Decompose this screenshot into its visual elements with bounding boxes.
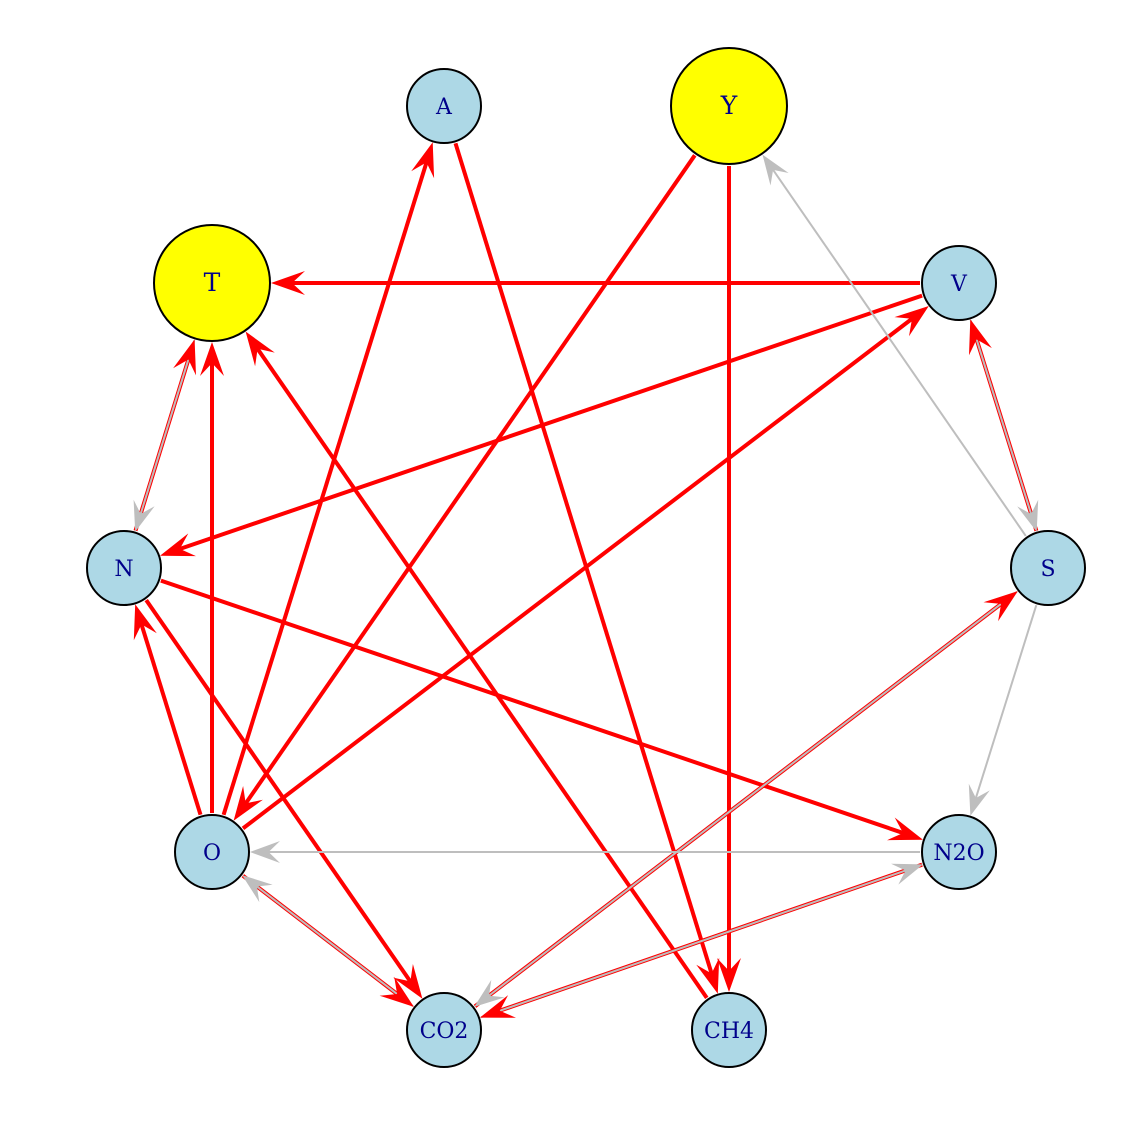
node-label-co2: CO2 [420,1019,469,1044]
node-label-o: O [203,841,221,866]
edge-s-to-co2 [487,590,1018,997]
node-circle-o [174,814,250,890]
arrowhead-n-to-t [173,339,196,376]
edge-co2-to-n2o [480,869,907,1019]
arrowhead-y-to-o [233,786,263,821]
edge-y-to-o [243,154,697,806]
node-s[interactable]: S [1010,530,1086,606]
node-label-y: Y [720,91,738,120]
node-label-t: T [204,268,221,297]
arrowhead-y-to-ch4 [717,958,741,992]
edge-s-to-y [771,168,1027,537]
edge-o-to-n [139,623,203,816]
node-n2o[interactable]: N2O [921,814,997,890]
node-ch4[interactable]: CH4 [691,992,767,1068]
node-circle-n [86,530,162,606]
arrowhead-t-to-n [133,499,155,532]
node-label-a: A [435,95,453,120]
arrowhead-ch4-to-t [245,331,275,367]
edge-ch4-to-t [255,347,709,1000]
edge-s-to-n2o [974,604,1038,799]
edge-n-to-co2 [144,598,413,984]
arrowhead-co2-to-o [242,875,273,903]
edge-co2-to-o [255,885,414,1008]
arrowhead-o-to-v [894,306,929,337]
arrowhead-s-to-co2 [474,979,505,1007]
node-circle-s [1010,530,1086,606]
arrowhead-v-to-s [1017,499,1039,532]
arrowhead-o-to-co2 [379,976,414,1007]
nodes-layer: A Y T V N S O N2O CO2 CH4 [86,47,1086,1068]
arrowhead-co2-to-n2o [891,863,924,885]
node-a[interactable]: A [406,68,482,144]
node-t[interactable]: T [153,224,271,342]
arrowhead-s-to-y [762,154,789,186]
node-label-n2o: N2O [933,841,984,866]
node-y[interactable]: Y [670,47,788,165]
arrowhead-n2o-to-o [250,841,280,863]
node-o[interactable]: O [174,814,250,890]
edge-n-to-n2o [160,578,905,836]
node-circle-n2o [921,814,997,890]
arrowhead-a-to-ch4 [696,957,720,994]
node-circle-y [670,47,788,165]
edge-o-to-v [241,316,914,830]
node-circle-ch4 [691,992,767,1068]
arrowhead-n-to-n2o [887,817,923,841]
node-label-s: S [1040,557,1055,582]
arrowhead-o-to-n [133,604,157,641]
node-label-ch4: CH4 [704,1019,754,1044]
arrowhead-n2o-to-co2 [479,995,516,1018]
edge-v-to-s [969,319,1033,515]
edge-a-to-ch4 [453,142,714,975]
arrowhead-s-to-n2o [968,783,990,816]
edges-layer [133,142,1039,1019]
edge-t-to-n [139,340,196,515]
node-n[interactable]: N [86,530,162,606]
arrowhead-o-to-t [200,342,224,376]
node-circle-t [153,224,271,342]
node-circle-a [406,68,482,144]
arrowhead-v-to-t [271,271,305,295]
node-circle-v [921,245,997,321]
arrowhead-v-to-n [160,533,196,557]
node-co2[interactable]: CO2 [406,992,482,1068]
arrowhead-co2-to-s [983,591,1018,622]
node-label-n: N [114,557,133,582]
edge-o-to-a [221,161,429,816]
arrowhead-o-to-a [411,142,435,179]
edge-v-to-n [178,293,923,551]
node-circle-co2 [406,992,482,1068]
arrowhead-s-to-v [969,319,992,356]
arrowhead-n-to-co2 [393,964,423,999]
node-label-v: V [950,272,968,297]
arrowheads-layer [133,142,1039,1018]
node-v[interactable]: V [921,245,997,321]
